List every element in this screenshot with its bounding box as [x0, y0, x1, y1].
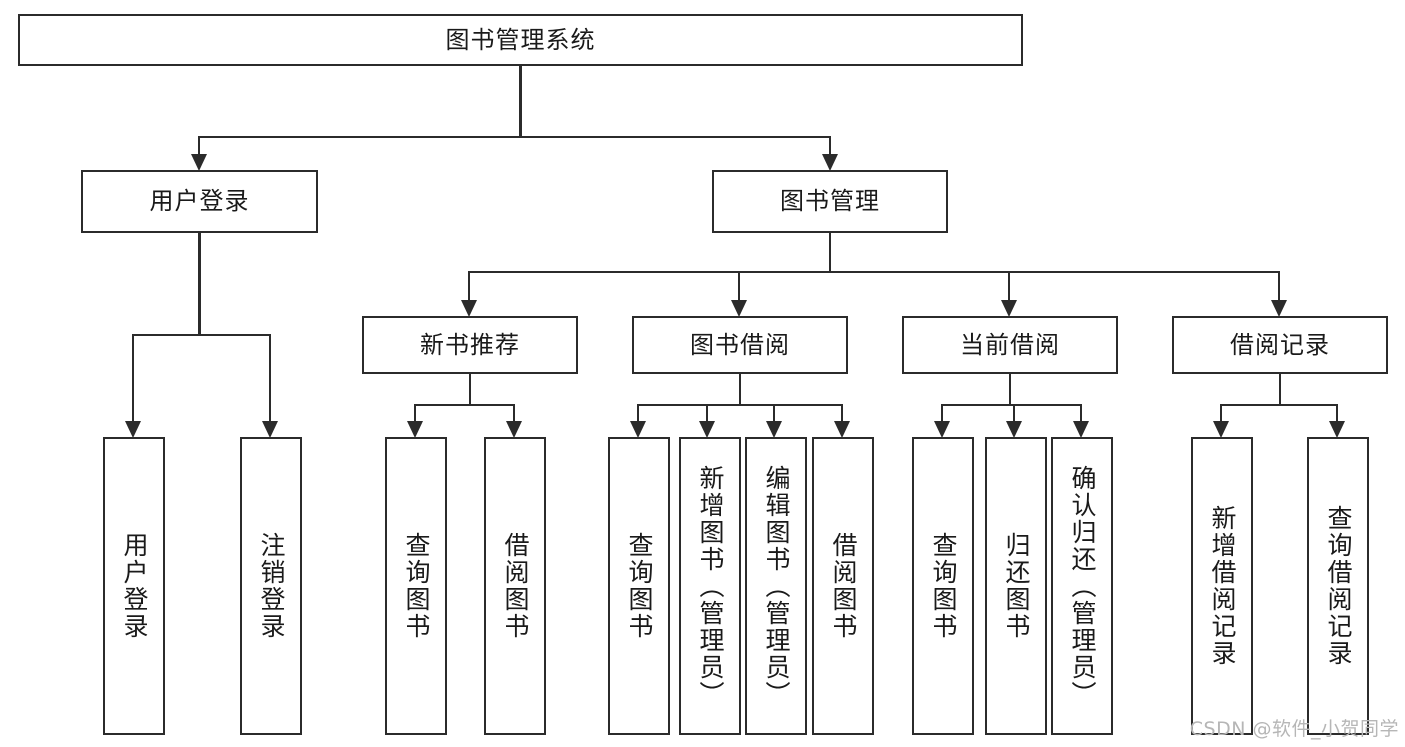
node-borrow[interactable]: 图书借阅 [632, 316, 848, 374]
node-leaf-borrow-4[interactable]: 借阅图书 [812, 437, 874, 735]
node-label: 用户登录 [149, 187, 250, 216]
arrow-head-icon [407, 421, 423, 438]
node-leaf-new-2[interactable]: 借阅图书 [484, 437, 546, 735]
node-label: 新增借阅记录 [1208, 505, 1237, 667]
connector-line-vertical [940, 405, 944, 436]
node-label: 借阅记录 [1230, 330, 1330, 359]
node-label: 当前借阅 [960, 330, 1060, 359]
connector-line-horizontal [197, 135, 832, 139]
connector-line-vertical [772, 405, 776, 436]
node-leaf-login-1[interactable]: 用户登录 [103, 437, 165, 735]
connector-line-vertical [413, 405, 417, 436]
connector-line-horizontal [940, 403, 1083, 407]
connector-line-vertical [705, 405, 709, 436]
connector-line-vertical [828, 137, 832, 169]
arrow-head-icon [1006, 421, 1022, 438]
node-label: 用户登录 [120, 532, 149, 640]
arrow-head-icon [630, 421, 646, 438]
connector-line-vertical [268, 335, 272, 436]
node-label: 确认归还（管理员） [1068, 464, 1097, 708]
node-leaf-curr-1[interactable]: 查询图书 [912, 437, 974, 735]
arrow-head-icon [1271, 300, 1287, 317]
node-label: 图书管理系统 [445, 25, 596, 54]
arrow-head-icon [1213, 421, 1229, 438]
node-label: 借阅图书 [829, 532, 858, 640]
connector-line-horizontal [467, 270, 1281, 274]
arrow-head-icon [1329, 421, 1345, 438]
connector-line-vertical [738, 374, 742, 405]
node-label: 归还图书 [1002, 532, 1031, 640]
node-label: 图书管理 [780, 187, 880, 216]
node-leaf-rec-1[interactable]: 新增借阅记录 [1191, 437, 1253, 735]
arrow-head-icon [191, 154, 207, 171]
connector-line-vertical [1335, 405, 1339, 436]
connector-line-vertical [197, 137, 201, 169]
node-label: 查询图书 [625, 532, 654, 640]
connector-line-vertical [1007, 272, 1011, 315]
node-leaf-borrow-2[interactable]: 新增图书（管理员） [679, 437, 741, 735]
connector-line-vertical [840, 405, 844, 436]
connector-line-vertical [1079, 405, 1083, 436]
csdn-watermark: CSDN @软件_小贺同学 [1189, 718, 1399, 740]
node-current[interactable]: 当前借阅 [902, 316, 1118, 374]
arrow-head-icon [834, 421, 850, 438]
connector-line-vertical [512, 405, 516, 436]
node-leaf-new-1[interactable]: 查询图书 [385, 437, 447, 735]
node-root[interactable]: 图书管理系统 [18, 14, 1023, 66]
connector-line-vertical [131, 335, 135, 436]
node-label: 查询借阅记录 [1324, 505, 1353, 667]
arrow-head-icon [506, 421, 522, 438]
node-login[interactable]: 用户登录 [81, 170, 318, 233]
node-label: 查询图书 [402, 532, 431, 640]
arrow-head-icon [461, 300, 477, 317]
connector-line-horizontal [131, 333, 272, 337]
node-label: 编辑图书（管理员） [762, 464, 791, 708]
connector-line-vertical [1219, 405, 1223, 436]
connector-line-vertical [1008, 374, 1012, 405]
connector-line-horizontal [413, 403, 516, 407]
node-newbook[interactable]: 新书推荐 [362, 316, 578, 374]
connector-line-vertical [467, 272, 471, 315]
arrow-head-icon [125, 421, 141, 438]
connector-line-vertical [636, 405, 640, 436]
connector-line-vertical [519, 66, 522, 137]
node-bookmgmt[interactable]: 图书管理 [712, 170, 948, 233]
arrow-head-icon [699, 421, 715, 438]
arrow-head-icon [1001, 300, 1017, 317]
node-records[interactable]: 借阅记录 [1172, 316, 1388, 374]
arrow-head-icon [934, 421, 950, 438]
connector-line-horizontal [1219, 403, 1339, 407]
node-leaf-rec-2[interactable]: 查询借阅记录 [1307, 437, 1369, 735]
connector-line-vertical [1278, 374, 1282, 405]
connector-line-vertical [1012, 405, 1016, 436]
connector-line-horizontal [636, 403, 844, 407]
connector-line-vertical [468, 374, 472, 405]
node-leaf-login-2[interactable]: 注销登录 [240, 437, 302, 735]
connector-line-vertical [1277, 272, 1281, 315]
arrow-head-icon [1073, 421, 1089, 438]
arrow-head-icon [766, 421, 782, 438]
node-label: 新书推荐 [420, 330, 520, 359]
node-leaf-borrow-3[interactable]: 编辑图书（管理员） [745, 437, 807, 735]
node-label: 查询图书 [929, 532, 958, 640]
node-leaf-curr-3[interactable]: 确认归还（管理员） [1051, 437, 1113, 735]
connector-line-vertical [198, 233, 201, 335]
node-label: 借阅图书 [501, 532, 530, 640]
node-label: 注销登录 [257, 532, 286, 640]
connector-line-vertical [737, 272, 741, 315]
node-leaf-curr-2[interactable]: 归还图书 [985, 437, 1047, 735]
connector-line-vertical [828, 233, 832, 272]
node-label: 新增图书（管理员） [696, 464, 725, 708]
arrow-head-icon [262, 421, 278, 438]
arrow-head-icon [822, 154, 838, 171]
node-leaf-borrow-1[interactable]: 查询图书 [608, 437, 670, 735]
node-label: 图书借阅 [690, 330, 790, 359]
arrow-head-icon [731, 300, 747, 317]
